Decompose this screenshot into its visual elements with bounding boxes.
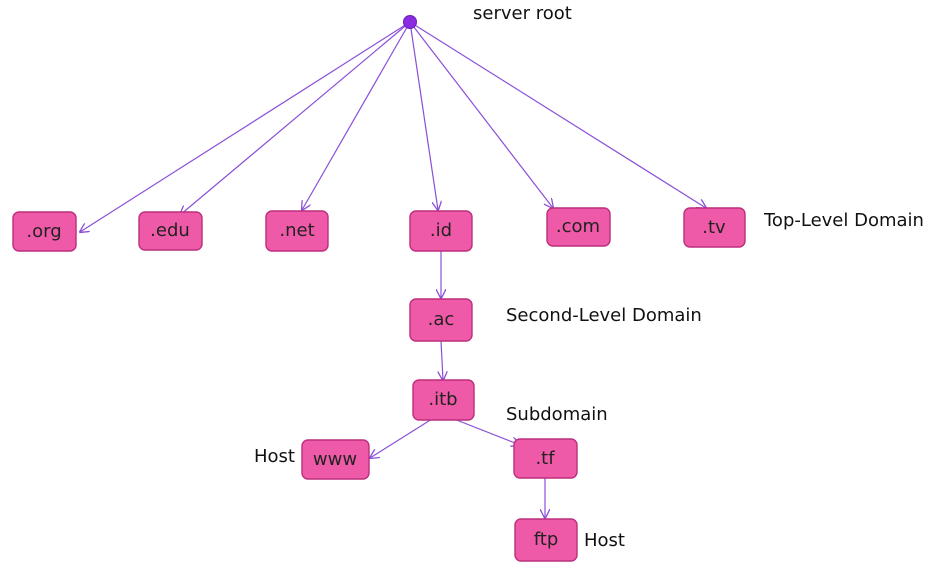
node-com-label: .com	[556, 216, 600, 237]
node-net: .net	[265, 210, 329, 252]
node-ac-label: .ac	[428, 309, 455, 330]
node-tv: .tv	[683, 207, 746, 248]
level-label-second: Second-Level Domain	[506, 305, 702, 326]
edge-root-edu	[180, 21, 411, 215]
node-org-label: .org	[26, 221, 61, 242]
node-ac: .ac	[409, 298, 473, 342]
level-label-host-right: Host	[584, 530, 625, 551]
node-id-label: .id	[430, 220, 452, 241]
node-com: .com	[546, 207, 611, 247]
node-net-label: .net	[279, 220, 314, 241]
node-edu: .edu	[138, 211, 203, 251]
node-itb-label: .itb	[428, 389, 457, 410]
node-tv-label: .tv	[702, 217, 726, 238]
level-label-host-left: Host	[254, 446, 295, 467]
node-tf-label: .tf	[535, 448, 555, 469]
edge-itb-tf	[453, 418, 520, 445]
node-ftp: ftp	[514, 518, 578, 562]
root-node-dot	[403, 15, 417, 29]
edge-itb-www	[370, 418, 433, 458]
node-edu-label: .edu	[150, 220, 190, 241]
edge-ac-itb	[441, 340, 443, 380]
edge-root-org	[80, 21, 411, 232]
node-ftp-label: ftp	[534, 529, 559, 550]
node-tf: .tf	[513, 438, 578, 479]
level-label-top: Top-Level Domain	[763, 210, 924, 231]
level-label-sub: Subdomain	[506, 404, 608, 425]
node-www-label: www	[313, 449, 357, 470]
node-id: .id	[409, 210, 473, 252]
edge-root-tv	[409, 21, 706, 208]
root-label: server root	[473, 3, 572, 24]
node-itb: .itb	[412, 379, 475, 421]
edges	[80, 21, 706, 518]
node-org: .org	[12, 211, 77, 252]
node-www: www	[301, 439, 370, 480]
edge-root-net	[302, 21, 411, 210]
edge-root-id	[409, 21, 438, 210]
edge-root-com	[409, 21, 553, 208]
